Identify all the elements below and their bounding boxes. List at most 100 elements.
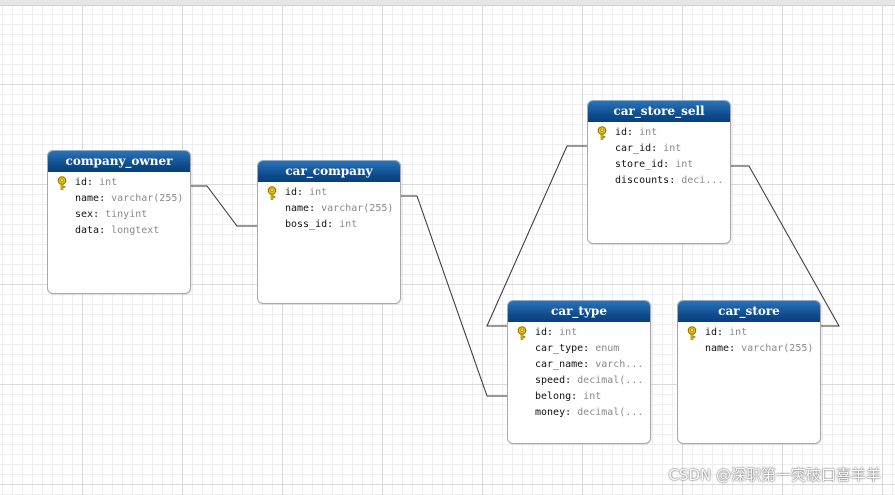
column-separator: : bbox=[565, 375, 578, 386]
column-separator: : bbox=[651, 143, 664, 154]
column-separator: : bbox=[309, 203, 322, 214]
column-name: id bbox=[535, 327, 548, 338]
column-name: car_type bbox=[535, 343, 584, 354]
column-name: store_id bbox=[615, 159, 664, 170]
column-name: name bbox=[285, 203, 310, 214]
column-separator: : bbox=[663, 159, 676, 170]
relation-car-type-to-car-store-sell[interactable] bbox=[486, 145, 587, 327]
column-type: int bbox=[583, 391, 602, 402]
column-type: decimal(... bbox=[577, 375, 644, 386]
table-title: company_owner bbox=[48, 151, 190, 172]
primary-key-icon bbox=[267, 186, 277, 200]
column-type: varchar(255) bbox=[111, 193, 184, 204]
relation-company-owner-to-car-company[interactable] bbox=[189, 185, 257, 227]
column-row[interactable]: id: int bbox=[48, 175, 190, 191]
primary-key-icon bbox=[597, 126, 607, 140]
column-row[interactable]: id: int bbox=[588, 125, 730, 141]
column-row[interactable]: belong: int bbox=[508, 389, 650, 405]
canvas-top-bar bbox=[0, 0, 895, 6]
column-separator: : bbox=[583, 359, 596, 370]
column-separator: : bbox=[99, 225, 112, 236]
column-separator: : bbox=[571, 391, 584, 402]
column-separator: : bbox=[93, 209, 106, 220]
column-row[interactable]: car_type: enum bbox=[508, 341, 650, 357]
column-row[interactable]: store_id: int bbox=[588, 157, 730, 173]
column-row[interactable]: data: longtext bbox=[48, 223, 190, 239]
primary-key-icon bbox=[517, 326, 527, 340]
column-name: sex bbox=[75, 209, 94, 220]
column-name: car_id bbox=[615, 143, 652, 154]
column-type: int bbox=[309, 187, 328, 198]
column-type: longtext bbox=[111, 225, 160, 236]
column-separator: : bbox=[583, 343, 596, 354]
column-name: boss_id bbox=[285, 219, 328, 230]
column-row[interactable]: money: decimal(... bbox=[508, 405, 650, 421]
column-separator: : bbox=[547, 327, 560, 338]
column-row[interactable]: id: int bbox=[258, 185, 400, 201]
column-row[interactable]: discounts: deci... bbox=[588, 173, 730, 189]
column-type: varch... bbox=[595, 359, 644, 370]
watermark: CSDN @深职第一突破口喜羊羊 bbox=[668, 466, 881, 484]
column-row[interactable]: speed: decimal(... bbox=[508, 373, 650, 389]
column-type: int bbox=[729, 327, 748, 338]
table-title: car_type bbox=[508, 301, 650, 322]
column-name: name bbox=[75, 193, 100, 204]
column-separator: : bbox=[565, 407, 578, 418]
column-type: int bbox=[339, 219, 358, 230]
column-row[interactable]: name: varchar(255) bbox=[678, 341, 820, 357]
table-title: car_store bbox=[678, 301, 820, 322]
column-row[interactable]: sex: tinyint bbox=[48, 207, 190, 223]
primary-key-icon bbox=[687, 326, 697, 340]
column-type: deci... bbox=[681, 175, 724, 186]
column-row[interactable]: car_id: int bbox=[588, 141, 730, 157]
column-separator: : bbox=[99, 193, 112, 204]
column-name: discounts bbox=[615, 175, 670, 186]
column-separator: : bbox=[627, 127, 640, 138]
column-row[interactable]: name: varchar(255) bbox=[258, 201, 400, 217]
column-separator: : bbox=[717, 327, 730, 338]
column-row[interactable]: id: int bbox=[508, 325, 650, 341]
column-type: varchar(255) bbox=[321, 203, 394, 214]
column-name: car_name bbox=[535, 359, 584, 370]
column-name: data bbox=[75, 225, 100, 236]
column-name: belong bbox=[535, 391, 572, 402]
column-name: id bbox=[75, 177, 88, 188]
relation-car-company-to-car-type[interactable] bbox=[399, 195, 507, 397]
column-type: int bbox=[663, 143, 682, 154]
column-name: id bbox=[705, 327, 718, 338]
column-separator: : bbox=[327, 219, 340, 230]
column-row[interactable]: id: int bbox=[678, 325, 820, 341]
column-separator: : bbox=[87, 177, 100, 188]
table-title: car_company bbox=[258, 161, 400, 182]
column-separator: : bbox=[669, 175, 682, 186]
column-name: id bbox=[285, 187, 298, 198]
column-type: varchar(255) bbox=[741, 343, 814, 354]
column-separator: : bbox=[729, 343, 742, 354]
column-name: speed bbox=[535, 375, 566, 386]
column-type: tinyint bbox=[105, 209, 148, 220]
column-name: money bbox=[535, 407, 566, 418]
column-type: int bbox=[99, 177, 118, 188]
column-type: int bbox=[675, 159, 694, 170]
primary-key-icon bbox=[57, 176, 67, 190]
column-type: decimal(... bbox=[577, 407, 644, 418]
column-row[interactable]: boss_id: int bbox=[258, 217, 400, 233]
table-title: car_store_sell bbox=[588, 101, 730, 122]
column-name: name bbox=[705, 343, 730, 354]
column-type: int bbox=[639, 127, 658, 138]
column-row[interactable]: name: varchar(255) bbox=[48, 191, 190, 207]
column-type: enum bbox=[595, 343, 620, 354]
column-row[interactable]: car_name: varch... bbox=[508, 357, 650, 373]
relation-car-store-sell-to-car-store[interactable] bbox=[729, 165, 840, 327]
